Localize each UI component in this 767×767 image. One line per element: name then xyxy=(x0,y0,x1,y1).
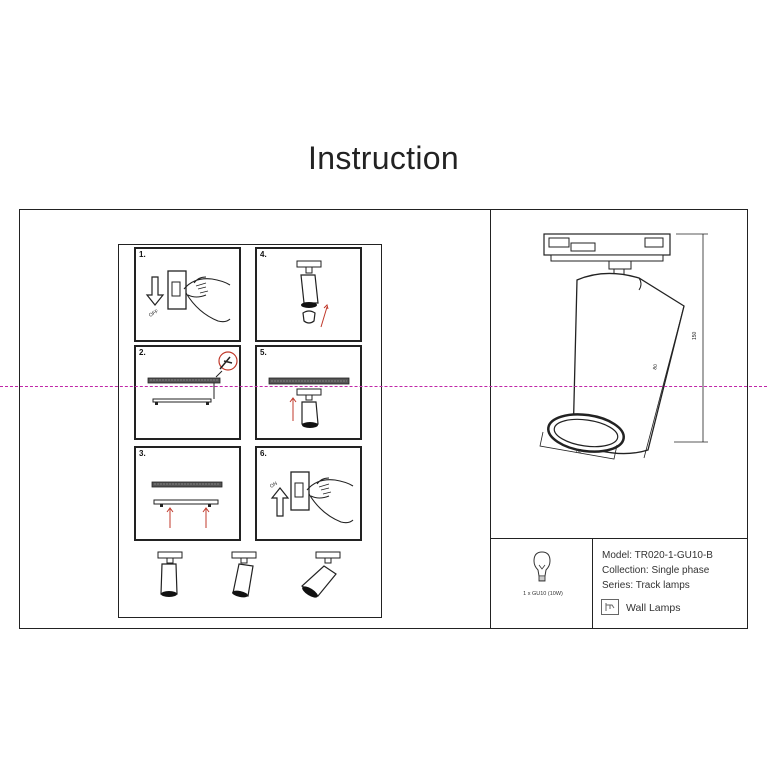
step-3-panel: 3. xyxy=(134,446,241,541)
height-dimension xyxy=(674,233,708,443)
page-title: Instruction xyxy=(308,140,459,176)
length-dimension xyxy=(643,305,685,459)
lamp-angle-variants xyxy=(157,551,341,598)
height-value: 150 xyxy=(692,331,698,340)
insert-bulb-illustration xyxy=(296,260,329,328)
switch-off-illustration: OFF xyxy=(145,270,231,323)
column-divider xyxy=(490,209,491,629)
bulb-spec: 1 x GU10 (10W) xyxy=(523,591,563,597)
model-text: Model: TR020-1-GU10-B xyxy=(602,550,713,561)
category-label: Wall Lamps xyxy=(626,602,681,614)
bulb-icon xyxy=(533,551,551,582)
guide-line xyxy=(0,386,767,387)
step-1-panel: 1. OFF xyxy=(134,247,241,342)
series-text: Series: Track lamps xyxy=(602,580,690,591)
arrow-icon xyxy=(202,507,210,528)
spec-divider xyxy=(490,538,748,539)
hand-icon xyxy=(183,276,231,323)
step-6-panel: 6. ON xyxy=(255,446,362,541)
collection-text: Collection: Single phase xyxy=(602,565,710,576)
step-number: 6. xyxy=(260,449,267,458)
on-label: ON xyxy=(269,481,279,490)
lamp-angled-icon xyxy=(301,551,341,598)
off-label: OFF xyxy=(148,309,160,319)
step-2-panel: 2. xyxy=(134,345,241,440)
product-drawing: 150 80 60 xyxy=(539,233,708,460)
step-number: 1. xyxy=(139,250,146,259)
length-value: 80 xyxy=(652,363,659,370)
arrow-icon xyxy=(145,276,165,306)
hand-icon xyxy=(306,477,354,524)
diameter-dimension xyxy=(539,431,618,460)
instruction-sheet xyxy=(19,209,748,629)
arrow-icon xyxy=(270,487,290,517)
step-4-panel: 4. xyxy=(255,247,362,342)
diameter-value: 60 xyxy=(576,449,582,455)
wall-lamp-icon xyxy=(601,599,619,615)
remove-cover-illustration xyxy=(147,351,238,405)
steps-frame xyxy=(118,244,382,618)
arrow-icon xyxy=(320,304,329,328)
mount-bar-illustration xyxy=(151,481,223,528)
step-number: 3. xyxy=(139,449,146,458)
step-number: 5. xyxy=(260,348,267,357)
attach-lamp-illustration xyxy=(268,377,350,428)
lamp-tilted-icon xyxy=(231,551,257,598)
step-5-panel: 5. xyxy=(255,345,362,440)
spec-column-divider xyxy=(592,538,593,629)
lamp-straight-icon xyxy=(157,551,183,597)
step-number: 4. xyxy=(260,250,267,259)
switch-on-illustration: ON xyxy=(269,471,354,524)
arrow-icon xyxy=(166,507,174,528)
arrow-icon xyxy=(289,397,297,421)
bulb-icon xyxy=(302,310,316,324)
step-number: 2. xyxy=(139,348,146,357)
